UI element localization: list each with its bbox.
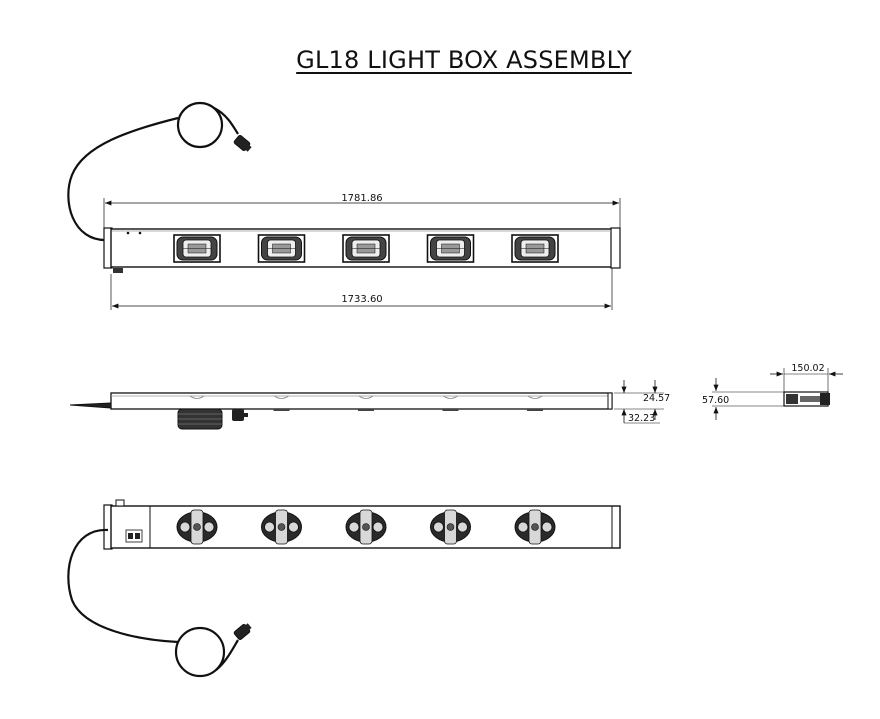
bottom-view	[67, 499, 621, 678]
side-lamp-module	[442, 395, 459, 411]
bottom-control-box-icon	[125, 529, 143, 543]
top-lamp-module	[342, 234, 390, 263]
bottom-lamp-module	[345, 509, 387, 545]
top-cable-grommet	[113, 268, 123, 273]
dim-height-upper: 24.57	[643, 393, 670, 404]
dim-height-lower: 32.23	[628, 413, 655, 424]
bottom-lamp-module	[430, 509, 471, 545]
bottom-plug-icon	[233, 623, 252, 641]
top-plug-icon	[233, 134, 252, 152]
top-end-cap-right	[610, 227, 621, 269]
top-lamp-module	[426, 234, 475, 263]
end-view: 150.02 57.60	[702, 363, 843, 420]
drawing-title-wrap: GL18 LIGHT BOX ASSEMBLY	[0, 46, 880, 74]
bottom-lamp-module	[261, 509, 302, 545]
bottom-lamp-group	[176, 509, 556, 545]
top-power-cable	[67, 116, 179, 242]
side-view: 24.57 32.23	[69, 380, 670, 430]
top-lamp-module	[511, 234, 559, 263]
dim-overall-length: 1781.86	[341, 193, 382, 204]
side-end-cap-right	[607, 392, 613, 410]
side-lamp-module	[527, 395, 543, 411]
top-lamp-module	[173, 234, 221, 263]
bottom-lamp-module	[176, 509, 218, 545]
top-cable-coil	[176, 101, 224, 149]
side-cable-lead	[69, 402, 112, 409]
side-lamp-module	[273, 395, 290, 411]
bottom-cable-coil	[174, 626, 226, 678]
side-plug-icon	[232, 409, 248, 421]
bottom-lamp-module	[514, 509, 556, 545]
side-housing	[110, 392, 613, 410]
top-lamp-group	[173, 234, 559, 263]
side-lamp-module	[358, 395, 374, 411]
dim-side-height: 57.60	[702, 395, 729, 406]
bottom-power-cable	[67, 528, 179, 644]
drawing-title: GL18 LIGHT BOX ASSEMBLY	[296, 46, 632, 74]
top-lamp-module	[257, 234, 306, 263]
top-view: 1781.86 1733.60	[67, 101, 621, 310]
top-indicator-led-1	[126, 231, 130, 235]
dim-body-length: 1733.60	[341, 294, 382, 305]
side-cable-coil-icon	[177, 408, 223, 430]
dim-side-width: 150.02	[791, 363, 824, 374]
top-indicator-led-2	[138, 231, 142, 235]
top-cable-tail	[213, 107, 239, 135]
